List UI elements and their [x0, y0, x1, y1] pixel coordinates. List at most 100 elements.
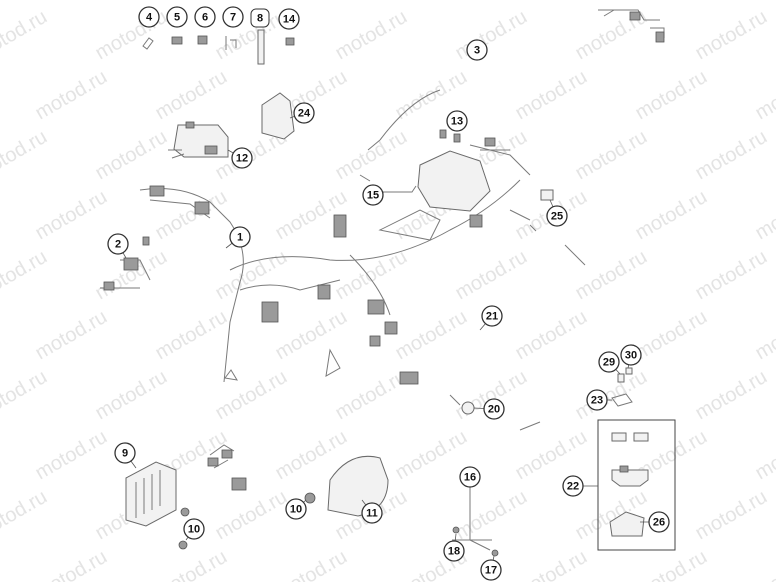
- callout-label: 13: [451, 116, 463, 128]
- callout-1: 1: [229, 226, 251, 248]
- watermark-text: motod.ru: [0, 246, 51, 305]
- part-13-control-unit: [378, 129, 531, 241]
- callout-label: 5: [174, 12, 180, 24]
- callout-label: 8: [257, 13, 263, 25]
- callout-label: 17: [485, 565, 497, 577]
- watermark-text: motod.ru: [632, 0, 711, 4]
- callout-label: 25: [551, 211, 563, 223]
- callout-12: 12: [231, 147, 253, 169]
- top-right-connector: [598, 9, 665, 43]
- callout-2: 2: [107, 233, 129, 255]
- callout-label: 7: [230, 12, 236, 24]
- watermark-text: motod.ru: [752, 186, 776, 245]
- callout-label: 3: [474, 45, 480, 57]
- watermark-text: motod.ru: [632, 546, 711, 582]
- watermark-text: motod.ru: [92, 366, 171, 425]
- watermark-text: motod.ru: [452, 246, 531, 305]
- watermark-text: motod.ru: [0, 126, 51, 185]
- watermark-text: motod.ru: [32, 546, 111, 582]
- watermark-text: motod.ru: [332, 366, 411, 425]
- callout-16: 16: [459, 466, 481, 488]
- watermark-text: motod.ru: [452, 486, 531, 545]
- watermark-text: motod.ru: [752, 0, 776, 4]
- callout-6: 6: [194, 6, 216, 28]
- watermark-text: motod.ru: [272, 546, 351, 582]
- callout-label: 6: [202, 12, 208, 24]
- watermark-text: motod.ru: [572, 246, 651, 305]
- watermark-text: motod.ru: [32, 306, 111, 365]
- callout-label: 12: [236, 153, 248, 165]
- watermark-text: motod.ru: [272, 0, 351, 4]
- callout-20: 20: [483, 398, 505, 420]
- part-15-sensor: [359, 174, 417, 193]
- watermark-text: motod.ru: [0, 6, 51, 65]
- callout-label: 26: [653, 517, 665, 529]
- callout-10b: 10: [183, 518, 205, 540]
- central-connectors: [325, 254, 419, 385]
- callout-30: 30: [620, 344, 642, 366]
- callout-22: 22: [562, 475, 584, 497]
- callout-label: 20: [488, 404, 500, 416]
- watermark-text: motod.ru: [32, 66, 111, 125]
- callout-15: 15: [362, 184, 384, 206]
- watermark-text: motod.ru: [152, 66, 231, 125]
- callout-label: 9: [122, 448, 128, 460]
- callout-label: 11: [366, 508, 378, 520]
- watermark-text: motod.ru: [752, 546, 776, 582]
- callout-4: 4: [138, 6, 160, 28]
- callout-label: 10: [188, 524, 200, 536]
- watermark-text: motod.ru: [572, 126, 651, 185]
- watermark-text: motod.ru: [692, 246, 771, 305]
- part-22-26-assembly: [609, 432, 649, 537]
- watermark-text: motod.ru: [152, 0, 231, 4]
- callout-label: 18: [448, 546, 460, 558]
- callout-label: 1: [237, 232, 243, 244]
- callout-label: 23: [591, 395, 603, 407]
- callout-label: 30: [625, 350, 637, 362]
- watermark-text: motod.ru: [0, 366, 51, 425]
- callout-23: 23: [586, 389, 608, 411]
- callout-label: 14: [283, 14, 296, 26]
- watermark-text: motod.ru: [392, 0, 471, 4]
- watermark-text: motod.ru: [212, 366, 291, 425]
- watermark-text: motod.ru: [32, 0, 111, 4]
- watermark-text: motod.ru: [692, 6, 771, 65]
- callout-label: 16: [464, 472, 476, 484]
- small-parts-top-left: [142, 29, 295, 65]
- part-9-regulator: [125, 444, 247, 527]
- watermark-text: motod.ru: [152, 546, 231, 582]
- parts-29-30-23: [611, 367, 633, 407]
- part-3-cable: [367, 89, 441, 151]
- watermark-text: motod.ru: [692, 486, 771, 545]
- watermark-text: motod.ru: [512, 546, 591, 582]
- watermark-text: motod.ru: [632, 186, 711, 245]
- part-24-housing: [261, 92, 295, 140]
- part-2-connector: [100, 236, 151, 291]
- watermark-text: motod.ru: [92, 126, 171, 185]
- watermark-text: motod.ru: [512, 426, 591, 485]
- callout-label: 22: [567, 481, 579, 493]
- parts-group-box: [597, 419, 676, 551]
- part-12-relay-box: [168, 121, 229, 159]
- watermark-text: motod.ru: [32, 426, 111, 485]
- watermark-text: motod.ru: [512, 66, 591, 125]
- watermark-text: motod.ru: [272, 306, 351, 365]
- callout-14: 14: [278, 8, 300, 30]
- watermark-text: motod.ru: [572, 366, 651, 425]
- watermark-text: motod.ru: [392, 306, 471, 365]
- callout-10a: 10: [285, 498, 307, 520]
- callout-24: 24: [293, 102, 315, 124]
- part-25-bracket: [509, 189, 586, 266]
- callout-9: 9: [114, 442, 136, 464]
- watermark-text: motod.ru: [752, 306, 776, 365]
- watermark-text: motod.ru: [752, 66, 776, 125]
- callout-3: 3: [466, 39, 488, 61]
- callout-18: 18: [443, 540, 465, 562]
- callout-26: 26: [648, 511, 670, 533]
- callout-29: 29: [598, 351, 620, 373]
- part-16-17-18-stand: [452, 490, 499, 557]
